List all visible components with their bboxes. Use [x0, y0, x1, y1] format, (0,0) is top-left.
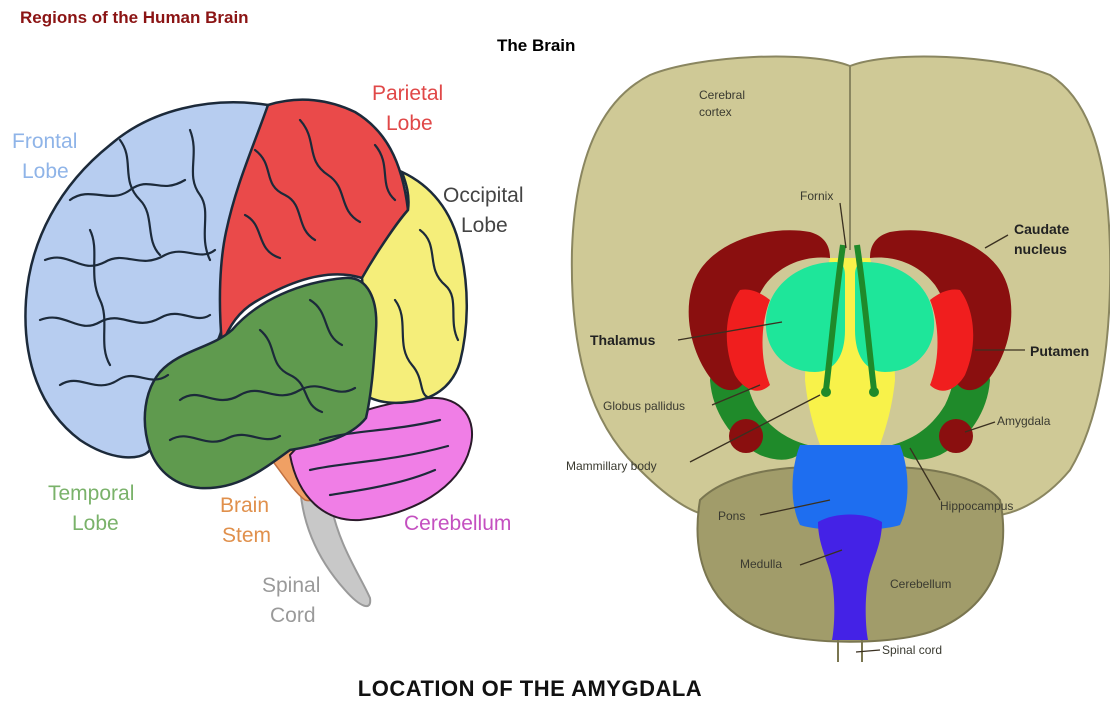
medulla-label: Medulla — [740, 557, 782, 571]
parietal-lobe-label-line2: Lobe — [386, 112, 433, 135]
amygdala-right-region — [939, 419, 973, 453]
amygdala-left-region — [729, 419, 763, 453]
mammillary-body-right — [869, 387, 879, 397]
amygdala-label: Amygdala — [997, 414, 1051, 428]
mammillary-body-left — [821, 387, 831, 397]
cerebral-cortex-label-line2: cortex — [699, 105, 732, 119]
figure-caption: LOCATION OF THE AMYGDALA — [0, 676, 1060, 702]
caudate-label-line2: nucleus — [1014, 241, 1067, 257]
globus-pallidus-label: Globus pallidus — [603, 399, 685, 413]
temporal-lobe-label-line1: Temporal — [48, 482, 134, 505]
temporal-lobe-label-line2: Lobe — [72, 512, 119, 535]
occipital-lobe-label-line1: Occipital — [443, 184, 524, 207]
parietal-lobe-label-line1: Parietal — [372, 82, 443, 105]
brain-stem-label-line2: Stem — [222, 524, 271, 547]
cerebellum-label: Cerebellum — [404, 512, 511, 535]
section-diagram: Cerebral cortex Fornix Caudate nucleus T… — [566, 56, 1110, 662]
cerebellum-section-label: Cerebellum — [890, 577, 951, 591]
pons-label: Pons — [718, 509, 745, 523]
caudate-label-line1: Caudate — [1014, 221, 1069, 237]
thalamus-label: Thalamus — [590, 332, 656, 348]
frontal-lobe-label-line2: Lobe — [22, 160, 69, 183]
hippocampus-label: Hippocampus — [940, 499, 1013, 513]
cerebral-cortex-label-line1: Cerebral — [699, 88, 745, 102]
spinal-cord-label-line1: Spinal — [262, 574, 320, 597]
spinal-cord-label-line2: Cord — [270, 604, 316, 627]
putamen-label: Putamen — [1030, 343, 1089, 359]
mammillary-body-label: Mammillary body — [566, 459, 657, 473]
frontal-lobe-label-line1: Frontal — [12, 130, 77, 153]
spinal-cord-section-label: Spinal cord — [882, 643, 942, 657]
occipital-lobe-label-line2: Lobe — [461, 214, 508, 237]
lobe-diagram: Frontal Lobe Parietal Lobe Occipital Lob… — [12, 82, 524, 627]
brain-stem-label-line1: Brain — [220, 494, 269, 517]
fornix-label: Fornix — [800, 189, 833, 203]
